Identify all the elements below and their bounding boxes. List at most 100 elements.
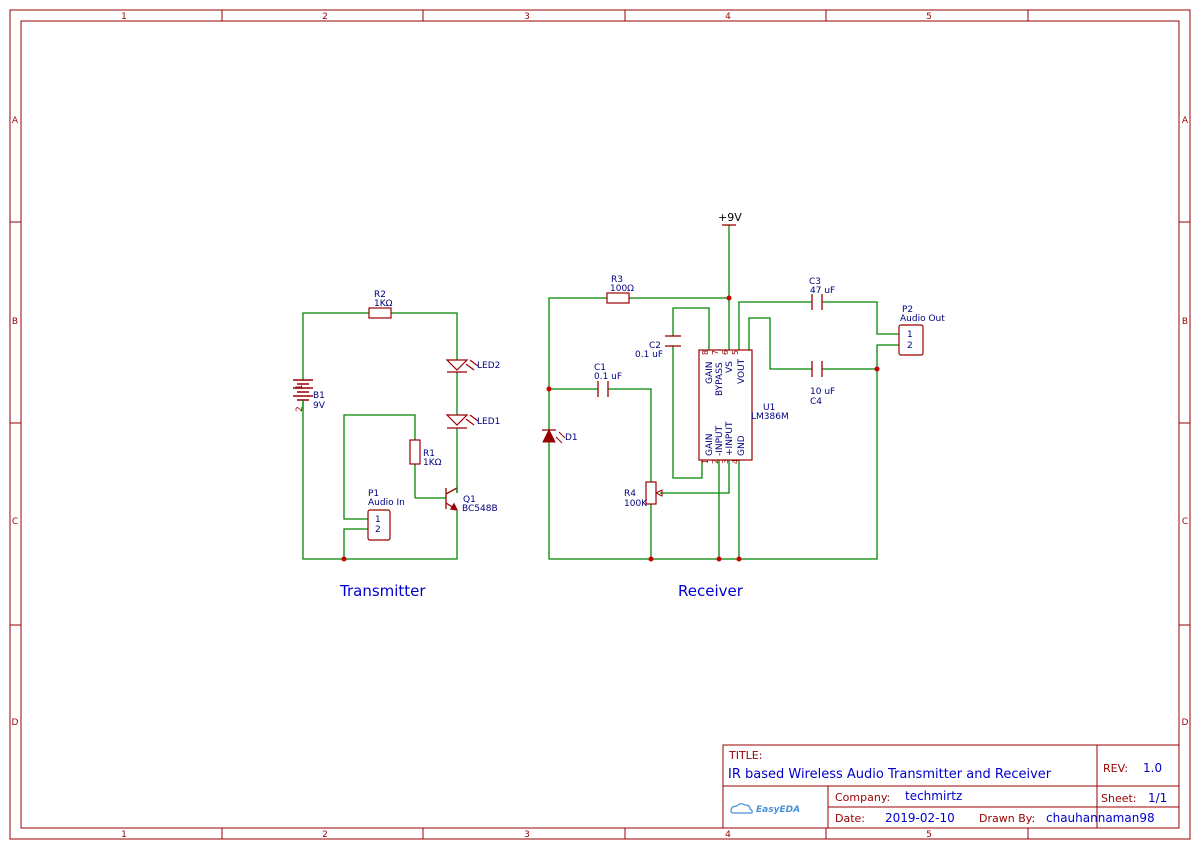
b1-pin1: 1 [295,384,305,390]
u1-pinnum: 2 [711,459,720,464]
b1-ref: B1 [313,391,325,401]
row-label: A [1182,116,1189,126]
title-label: TITLE: [728,749,762,762]
ic-u1[interactable]: GAIN BYPASS VS VOUT GAIN -INPUT +INPUT G… [698,349,789,464]
easyeda-logo: EasyEDA [730,803,800,815]
r3-value: 100Ω [610,284,634,294]
sheet-label: Sheet: [1101,792,1137,805]
receiver-junctions [546,295,880,562]
u1-pinnum: 1 [701,459,710,464]
transistor-q1[interactable]: Q1 BC548B [445,487,498,514]
p1-ref: P1 [368,489,379,499]
u1-value: LM386M [751,412,789,422]
col-label: 5 [926,12,932,22]
sheet-value: 1/1 [1148,791,1167,805]
u1-pinnum: 5 [731,350,740,355]
u1-pin-gain1: GAIN [705,433,715,456]
r3-ref: R3 [611,275,623,285]
r2-ref: R2 [374,290,386,300]
date-value: 2019-02-10 [885,811,955,825]
rev-value: 1.0 [1143,761,1162,775]
vcc-label: +9V [718,211,742,224]
p2-ref: P2 [902,305,913,315]
col-label: 4 [725,830,731,840]
u1-pin-gain8: GAIN [705,361,715,384]
title-text: IR based Wireless Audio Transmitter and … [728,767,1052,782]
col-label: 3 [524,12,530,22]
p1-pin1: 1 [375,515,381,525]
p1-pin2: 2 [375,525,381,535]
junction-dot [736,556,742,562]
capacitor-c1[interactable]: C1 0.1 uF [594,363,622,397]
c1-ref: C1 [594,363,606,373]
u1-pin-vout: VOUT [737,358,747,384]
c1-value: 0.1 uF [594,372,622,382]
receiver-label: Receiver [678,582,744,600]
title-block: TITLE: IR based Wireless Audio Transmitt… [722,744,1180,829]
u1-pin-pos-input: +INPUT [725,421,735,456]
r4-ref: R4 [624,489,636,499]
junction-dot [716,556,722,562]
led-led1[interactable]: LED1 [445,414,500,429]
capacitor-c3[interactable]: C3 47 uF [809,277,835,310]
r1-ref: R1 [423,449,435,459]
p2-pin1: 1 [907,330,913,340]
power-vcc: +9V [718,211,742,226]
junction-dot [648,556,654,562]
cloud-icon [730,803,753,814]
drawn-by-label: Drawn By: [979,812,1035,825]
company-label: Company: [835,791,890,804]
resistor-r3[interactable]: R3 100Ω [606,275,634,304]
c3-value: 47 uF [810,286,835,296]
c3-ref: C3 [809,277,821,287]
junction-dot [341,556,347,562]
led-led2[interactable]: LED2 [445,359,500,373]
row-label: A [12,116,19,126]
b1-pin2: 2 [295,406,305,412]
d1-ref: D1 [565,433,578,443]
u1-pinnum: 6 [721,350,730,355]
receiver-wires [548,225,899,560]
r1-value: 1KΩ [423,458,442,468]
frame-labels: 1 2 3 4 5 1 2 3 4 5 A B C D A B C D [12,12,1189,840]
capacitor-c2[interactable]: C2 0.1 uF [635,335,681,360]
connector-p1[interactable]: 1 2 P1 Audio In [367,489,405,541]
battery-b1[interactable]: 1 2 B1 9V [293,379,326,412]
c4-value: 10 uF [810,387,835,397]
u1-pin-neg-input: -INPUT [715,425,725,456]
c2-value: 0.1 uF [635,350,663,360]
c4-ref: C4 [810,397,822,407]
drawn-by-value: chauhannaman98 [1046,811,1155,825]
u1-pinnum: 8 [701,350,710,355]
company-value: techmirtz [905,789,962,803]
p2-pin2: 2 [907,341,913,351]
u1-pinnum: 7 [711,350,720,355]
resistor-r1[interactable]: R1 1KΩ [409,439,442,468]
b1-value: 9V [313,401,326,411]
q1-ref: Q1 [463,495,476,505]
connector-p2[interactable]: 1 2 P2 Audio Out [898,305,945,356]
col-label: 5 [926,830,932,840]
u1-pinnum: 3 [721,459,730,464]
row-label: B [1182,317,1188,327]
transmitter-wires [302,312,458,560]
row-label: D [12,718,19,728]
led2-ref: LED2 [477,361,500,371]
logo-text: EasyEDA [756,805,800,815]
p2-value: Audio Out [900,314,945,324]
junction-dot [726,295,732,301]
u1-pin-bypass: BYPASS [715,362,725,396]
u1-ref: U1 [763,403,775,413]
date-label: Date: [835,812,865,825]
photodiode-d1[interactable]: D1 [542,428,578,444]
col-label: 2 [322,12,328,22]
r4-value: 100K [624,499,648,509]
u1-pin-vs: VS [725,361,735,373]
col-label: 2 [322,830,328,840]
c2-ref: C2 [649,341,661,351]
potentiometer-r4[interactable]: R4 100K [624,481,663,509]
resistor-r2[interactable]: R2 1KΩ [368,290,393,319]
p1-value: Audio In [368,498,405,508]
capacitor-c4[interactable]: 10 uF C4 [810,361,835,407]
